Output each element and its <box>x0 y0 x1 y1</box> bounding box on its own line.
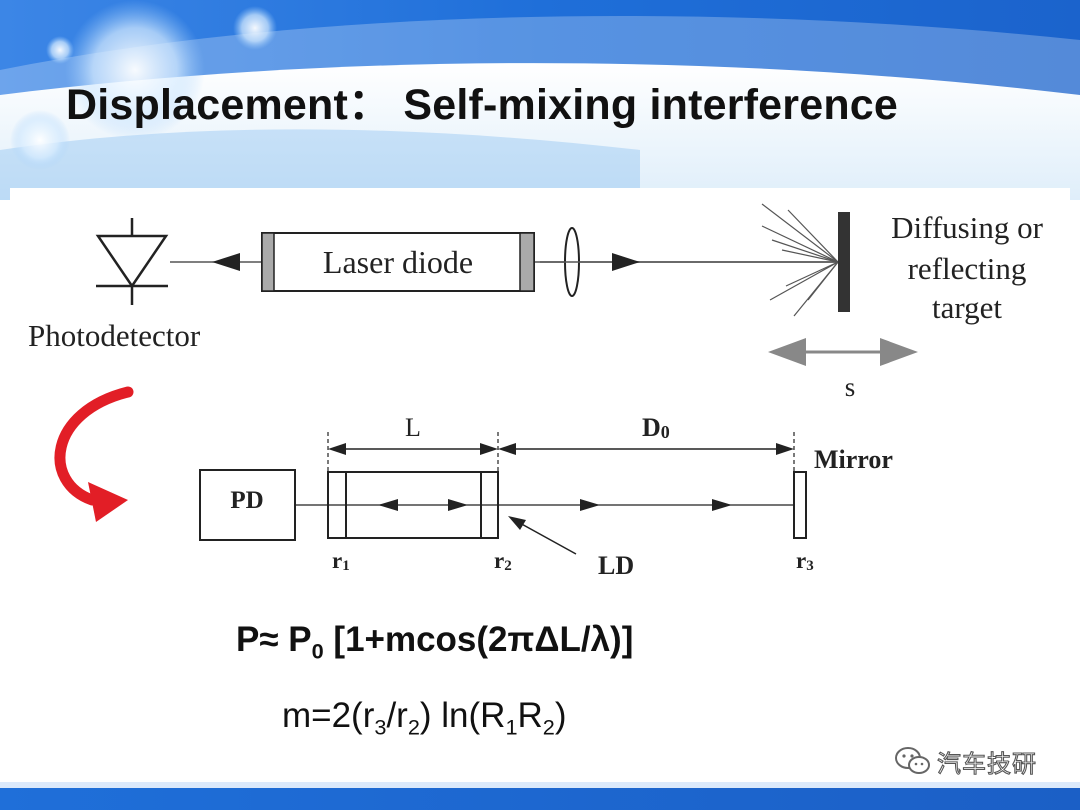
slide-title: Displacement： Self-mixing interference <box>66 81 899 129</box>
laser-facet-left <box>261 232 275 292</box>
footer-bar <box>0 782 1080 810</box>
mirror-label: Mirror <box>814 445 893 474</box>
distance-label: D0 <box>642 413 670 442</box>
watermark-text: 汽车技研 <box>936 749 1037 778</box>
r1-label: r1 <box>332 548 350 574</box>
power-formula: P≈ P0 [1+mcos(2πΔL/λ)] <box>236 620 634 664</box>
wechat-icon <box>895 747 930 774</box>
scattered-rays <box>761 203 839 317</box>
curved-red-arrow <box>54 386 134 522</box>
ld-cavity <box>327 471 499 539</box>
target-plate <box>838 212 850 312</box>
pd-label: PD <box>230 487 263 514</box>
pd-box <box>199 469 296 541</box>
dimension-guides <box>327 432 795 472</box>
laser-diode-label: Laser diode <box>323 244 473 280</box>
target-label-line-1: Diffusing or <box>891 210 1044 245</box>
ld-label: LD <box>598 551 634 580</box>
length-label: L <box>405 413 421 442</box>
length-dimension <box>328 443 498 455</box>
photodetector-symbol <box>95 218 169 305</box>
target-label-line-2: reflecting <box>908 251 1027 286</box>
r3-label: r3 <box>796 548 814 574</box>
modulation-formula: m=2(r3/r2) ln(R1R2) <box>282 696 567 740</box>
beam-arrow-right <box>612 253 640 271</box>
photodetector-label: Photodetector <box>28 318 201 353</box>
distance-dimension <box>498 443 794 455</box>
displacement-arrow <box>768 338 918 366</box>
laser-diode-body <box>261 232 535 292</box>
displacement-label: s <box>845 372 856 402</box>
target-label-line-3: target <box>932 290 1002 325</box>
watermark: 汽车技研 <box>893 743 1037 779</box>
r2-label: r2 <box>494 548 512 574</box>
laser-facet-right <box>519 232 535 292</box>
mirror <box>793 471 807 539</box>
beam-arrow-left <box>212 253 240 271</box>
cavity-arrows <box>378 499 732 511</box>
header-background <box>0 0 1080 200</box>
ld-pointer-line <box>517 521 577 555</box>
